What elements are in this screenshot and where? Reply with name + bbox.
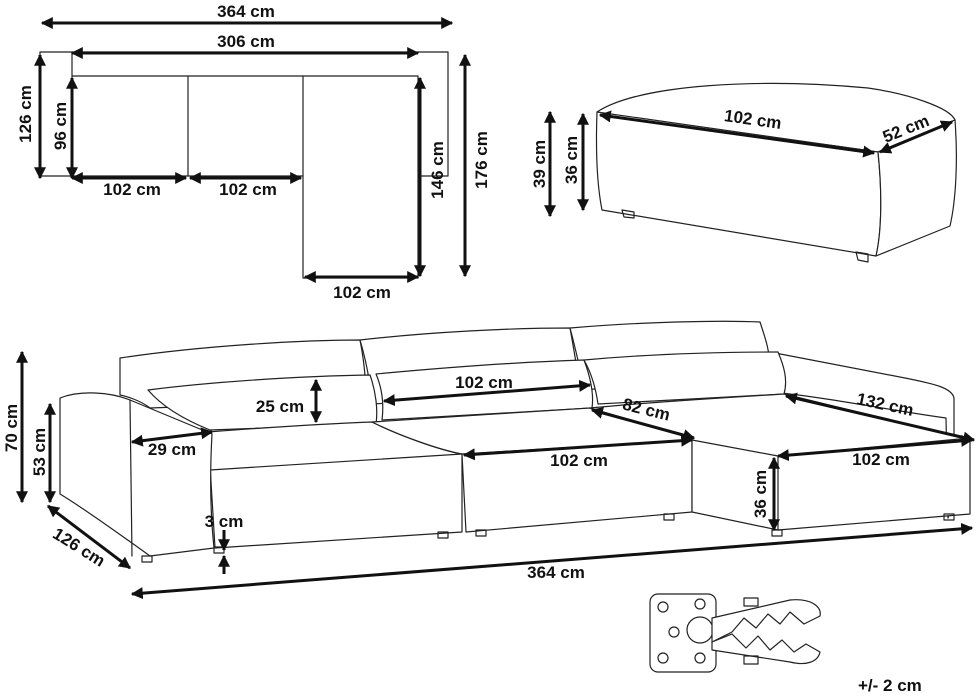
total-width-label: 364 cm bbox=[527, 563, 585, 582]
top-chaise-inner-label: 146 cm bbox=[428, 141, 447, 199]
top-chaise-total-label: 176 cm bbox=[472, 131, 491, 189]
tolerance-note: +/- 2 cm bbox=[858, 676, 922, 695]
top-chaise-width-label: 102 cm bbox=[333, 283, 391, 302]
top-view-outer-outline bbox=[39, 51, 449, 279]
top-module-2-label: 102 cm bbox=[219, 180, 277, 199]
top-module-1-label: 102 cm bbox=[103, 180, 161, 199]
top-left-depth-label: 126 cm bbox=[16, 85, 35, 143]
leg-7 bbox=[943, 513, 955, 521]
seat-width-chaise-label: 102 cm bbox=[852, 450, 910, 469]
leg-1 bbox=[141, 555, 153, 563]
ottoman-total-height-label: 39 cm bbox=[530, 140, 549, 188]
connector-hinge-ring bbox=[686, 616, 714, 644]
top-view: 364 cm 306 cm 126 cm 96 cm 102 cm 102 cm… bbox=[16, 2, 491, 302]
seat-chaise-front-top bbox=[691, 439, 779, 457]
connector-screw-1 bbox=[657, 601, 669, 613]
seat-width-middle-label: 102 cm bbox=[550, 451, 608, 470]
seat-height-label: 36 cm bbox=[751, 470, 770, 518]
connector-screw-4 bbox=[657, 652, 669, 664]
back-cushion-width-arrow bbox=[382, 379, 592, 407]
total-width-arrow bbox=[130, 522, 974, 600]
connector-arm bbox=[711, 599, 821, 643]
ottoman-foot-2 bbox=[855, 251, 869, 263]
seat-width-middle-arrow bbox=[462, 434, 694, 461]
top-total-width-label: 364 cm bbox=[217, 2, 275, 21]
perspective-view: 70 cm 53 cm 25 cm 29 cm 102 cm 82 cm 132… bbox=[2, 320, 976, 600]
ottoman-side bbox=[875, 119, 957, 257]
connector-tab-bottom bbox=[743, 655, 759, 665]
back-height-label: 70 cm bbox=[2, 404, 21, 452]
seat-depth-arrow bbox=[590, 407, 696, 441]
top-inner-width-label: 306 cm bbox=[217, 32, 275, 51]
leg-5 bbox=[663, 513, 675, 521]
leg-6 bbox=[771, 529, 783, 537]
back-pillow-right bbox=[583, 351, 787, 405]
cushion-height-label: 25 cm bbox=[256, 397, 304, 416]
arm-height-label: 53 cm bbox=[30, 428, 49, 476]
connector-screw-3 bbox=[668, 626, 680, 638]
arm-width-arrow bbox=[130, 427, 214, 447]
seat-width-chaise-arrow bbox=[776, 434, 974, 462]
ottoman-foot-1 bbox=[621, 209, 635, 219]
connector-screw-5 bbox=[694, 652, 706, 664]
top-seat-depth-label: 96 cm bbox=[51, 102, 70, 150]
connector-tab-top bbox=[743, 597, 759, 607]
ottoman-length-arrow bbox=[598, 110, 876, 158]
leg-height-label: 3 cm bbox=[205, 512, 244, 531]
ottoman-view: 102 cm 52 cm 39 cm 36 cm bbox=[530, 82, 957, 263]
ottoman-depth-arrow bbox=[878, 120, 954, 154]
connector-jaw bbox=[711, 633, 821, 665]
ottoman-body-height-label: 36 cm bbox=[562, 136, 581, 184]
seat-left-front-edge bbox=[209, 453, 463, 471]
sofa-connector-clip-icon bbox=[649, 593, 821, 673]
back-cushion-width-label: 102 cm bbox=[455, 373, 513, 392]
top-view-back-line bbox=[71, 75, 419, 177]
connector-screw-2 bbox=[694, 598, 706, 610]
chaise-length-arrow bbox=[784, 392, 976, 444]
arm-width-label: 29 cm bbox=[148, 440, 196, 459]
depth-arrow bbox=[47, 504, 131, 570]
